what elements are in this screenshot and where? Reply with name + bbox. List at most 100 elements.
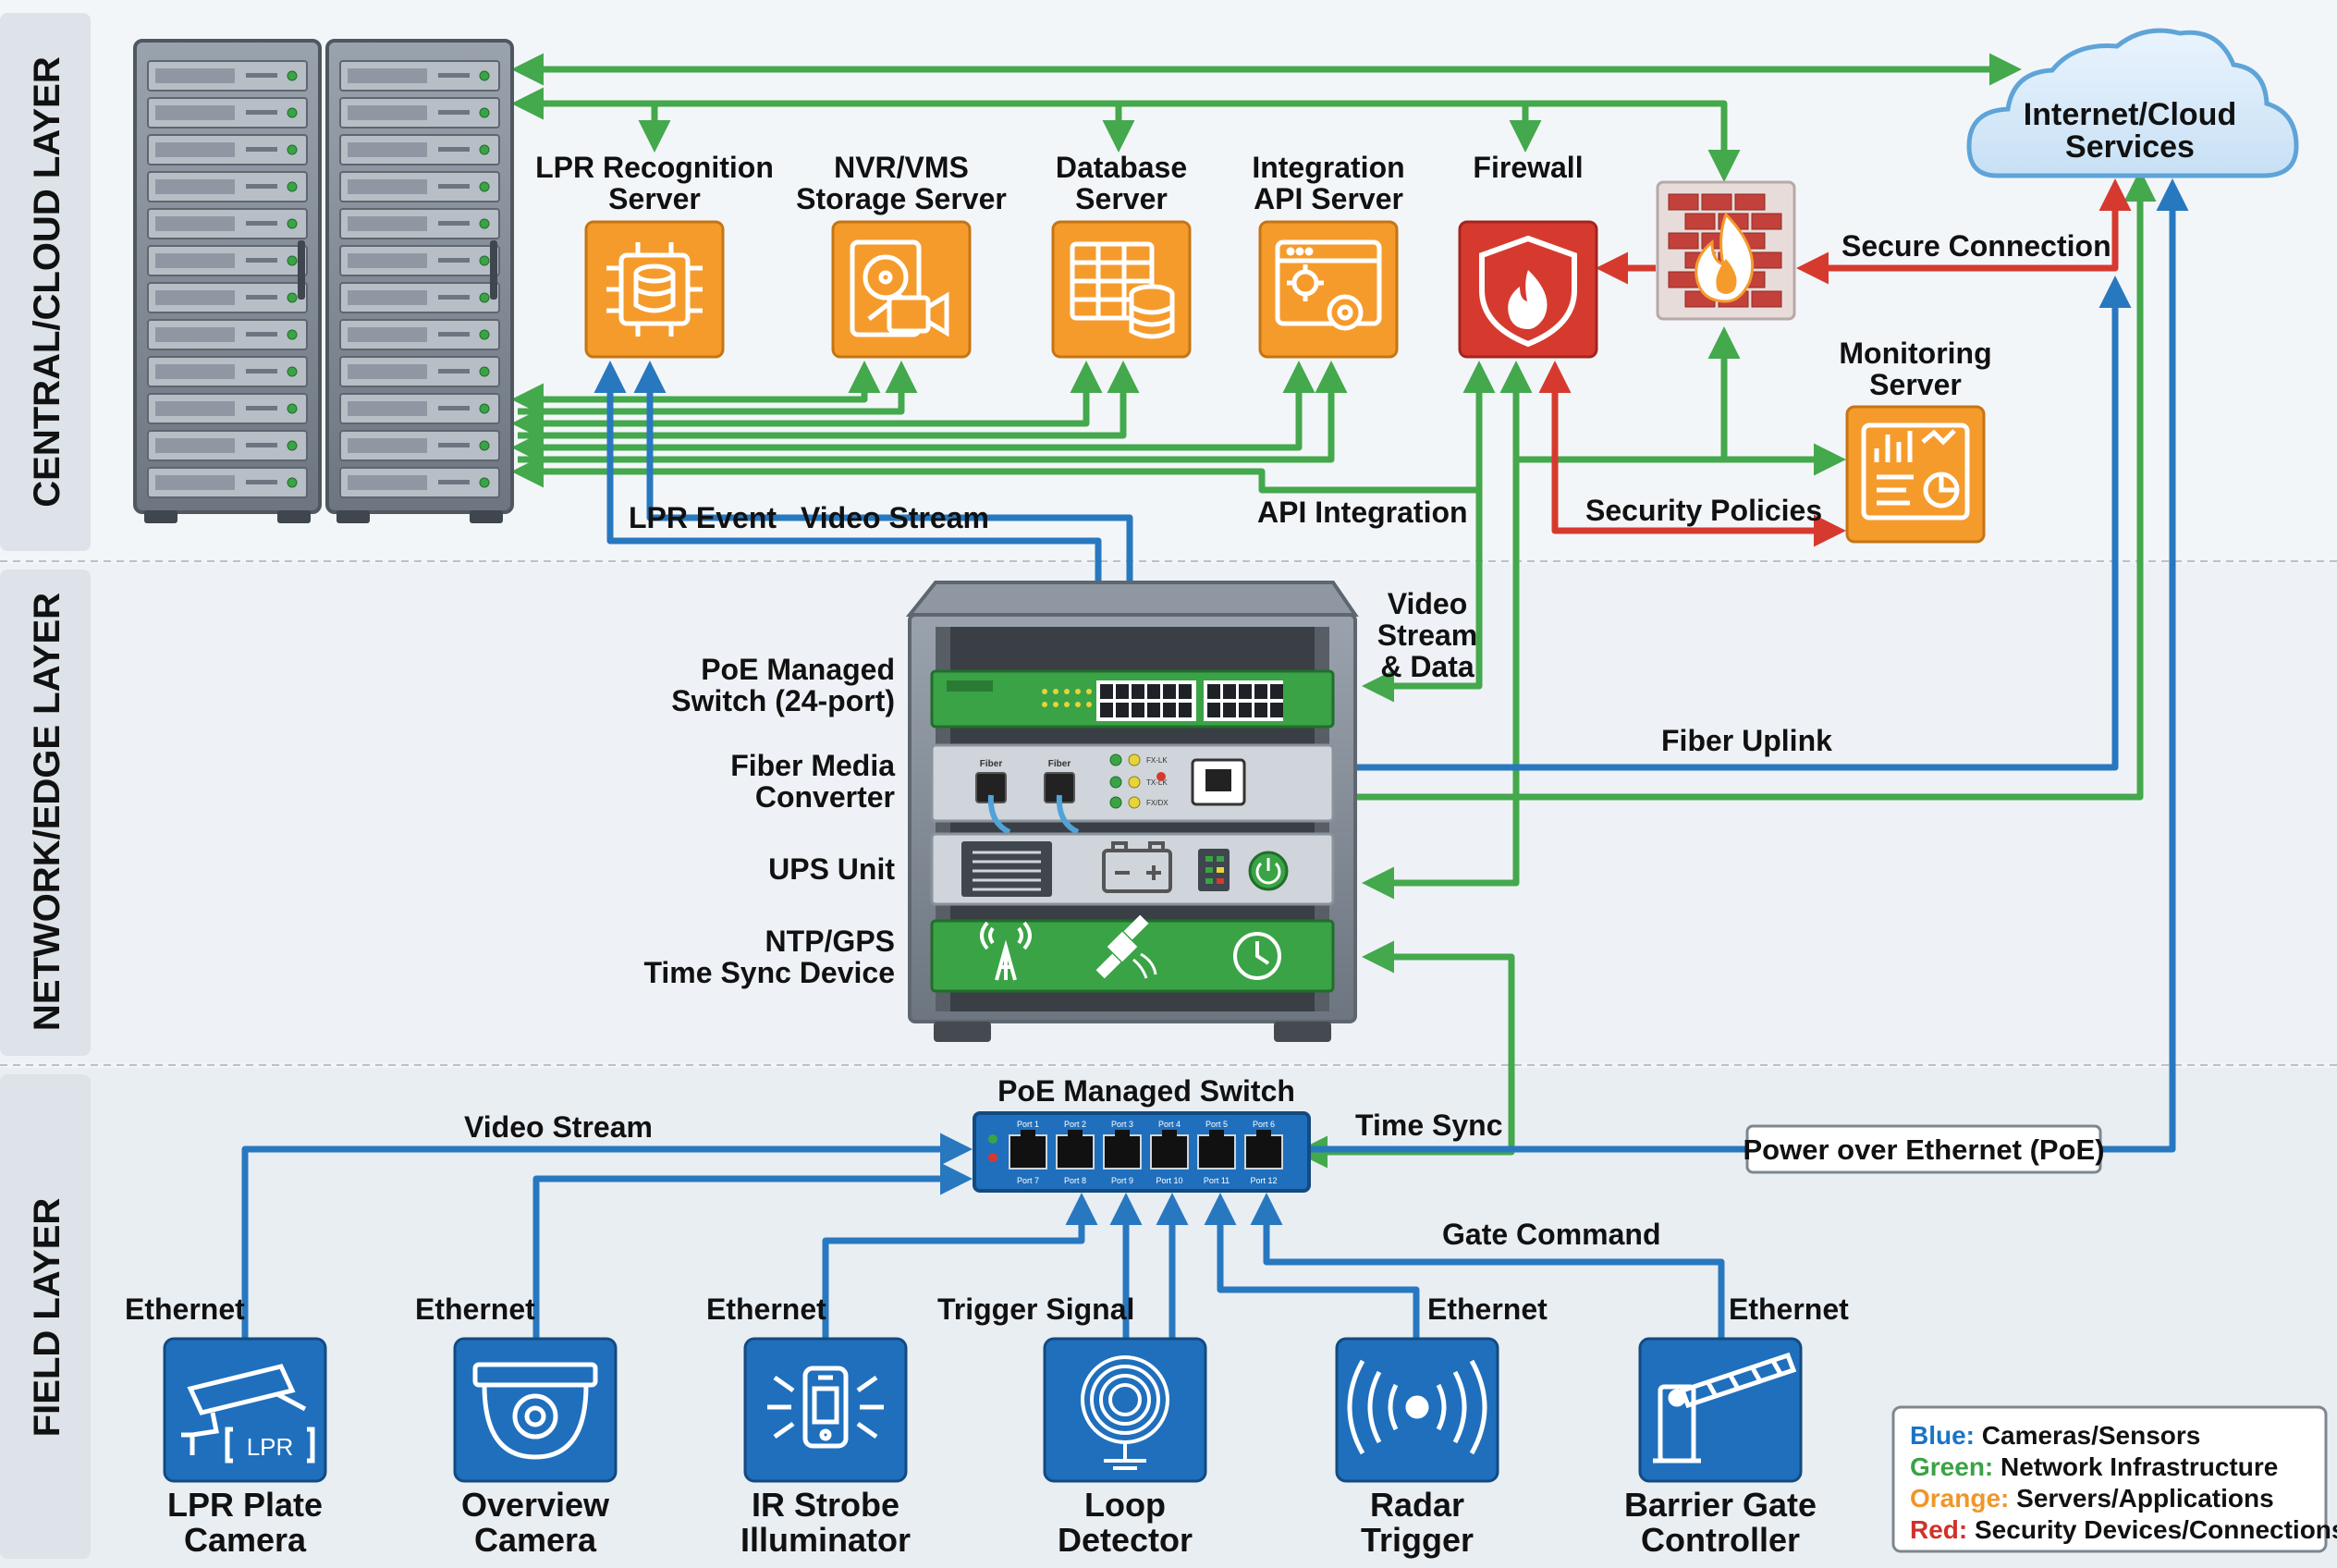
field-switch-title: PoE Managed Switch — [997, 1074, 1295, 1108]
barrier-gate-icon — [1653, 1352, 1797, 1464]
video-stream-data-1: Video — [1388, 587, 1468, 620]
legend-item: Orange: Servers/Applications — [1910, 1484, 2274, 1513]
barrier-label-2: Controller — [1641, 1521, 1800, 1559]
ethernet-label-lpr: Ethernet — [125, 1292, 245, 1326]
poe-label: Power over Ethernet (PoE) — [1743, 1133, 2104, 1166]
firewall-brick-wall[interactable] — [1656, 180, 1796, 321]
lpr-server-label-2: Server — [608, 182, 701, 215]
rack-cabinet-1 — [133, 39, 322, 523]
fiber-media-converter[interactable]: Fiber Fiber FX-LK TX-LK FX/DX — [930, 743, 1335, 835]
overview-label-1: Overview — [461, 1486, 610, 1524]
ntp-label-2: Time Sync Device — [643, 956, 895, 989]
rack-cabinet-2 — [325, 39, 514, 523]
barrier-label-1: Barrier Gate — [1624, 1486, 1817, 1524]
lpr-camera-label-2: Camera — [184, 1521, 307, 1559]
antenna-icon — [980, 921, 1032, 981]
legend-item: Blue: Cameras/Sensors — [1910, 1421, 2200, 1450]
port-label-bottom: Port 7 — [1017, 1176, 1039, 1185]
ntp-gps-time-sync[interactable] — [930, 914, 1335, 993]
radar-icon — [1347, 1359, 1487, 1455]
shield-fire-icon — [1479, 235, 1577, 348]
legend-item: Green: Network Infrastructure — [1910, 1452, 2278, 1481]
lpr-camera-label-1: LPR Plate — [167, 1486, 323, 1524]
port-label-top: Port 1 — [1017, 1120, 1039, 1129]
api-label-2: API Server — [1254, 182, 1403, 215]
dashboard-chart-icon — [1861, 423, 1970, 521]
poe-managed-switch-24[interactable] — [930, 669, 1335, 729]
server-rack-cluster — [133, 39, 514, 523]
video-stream-label-central: Video Stream — [801, 501, 989, 534]
ups-label: UPS Unit — [768, 852, 895, 886]
cctv-camera-icon — [181, 1364, 315, 1464]
network-layer-tab — [0, 570, 91, 1056]
central-layer-label: CENTRAL/CLOUD LAYER — [27, 56, 67, 508]
field-layer-tab — [0, 1074, 91, 1559]
port-label-top: Port 4 — [1158, 1120, 1181, 1129]
network-layer-label: NETWORK/EDGE LAYER — [27, 593, 67, 1031]
satellite-icon — [1095, 914, 1157, 979]
poe-label-box: Power over Ethernet (PoE) — [1743, 1124, 2105, 1174]
field-connection-labels: Gate Command Ethernet Ethernet Ethernet … — [125, 1218, 1849, 1326]
table-database-icon — [1070, 241, 1175, 339]
port-label-top: Port 2 — [1064, 1120, 1086, 1129]
central-connection-labels: LPR Event Video Stream API Integration S… — [629, 229, 2111, 534]
strobe-label-1: IR Strobe — [752, 1486, 899, 1524]
port-label-bottom: Port 9 — [1111, 1176, 1133, 1185]
central-layer-tab — [0, 13, 91, 551]
port-label-bottom: Port 8 — [1064, 1176, 1086, 1185]
lpr-event-label: LPR Event — [629, 501, 777, 534]
trigger-signal-label: Trigger Signal — [937, 1292, 1134, 1326]
gate-command-label: Gate Command — [1442, 1218, 1660, 1251]
time-sync-label: Time Sync — [1355, 1109, 1502, 1142]
power-icon[interactable] — [1248, 851, 1289, 891]
db-label-1: Database — [1056, 151, 1187, 184]
cpu-database-icon — [606, 242, 703, 337]
ups-unit[interactable] — [930, 832, 1335, 906]
api-integration-label: API Integration — [1257, 496, 1468, 529]
field-layer-label: FIELD LAYER — [27, 1198, 67, 1438]
ethernet-label-barrier: Ethernet — [1729, 1292, 1849, 1326]
switch-24-ports — [947, 680, 1283, 721]
cloud-label-1: Internet/Cloud — [2024, 97, 2236, 132]
dome-camera-icon — [472, 1362, 598, 1460]
fiber-uplink-label: Fiber Uplink — [1661, 724, 1832, 757]
radar-label-2: Trigger — [1361, 1521, 1474, 1559]
firewall-label: Firewall — [1473, 151, 1583, 184]
strobe-label-2: Illuminator — [740, 1521, 911, 1559]
fiber-status-leds: FX-LK TX-LK FX/DX — [1109, 753, 1168, 809]
window-gear-icon — [1275, 239, 1382, 331]
lpr-badge: LPR — [247, 1433, 294, 1461]
poe-switch-label-1: PoE Managed — [701, 653, 895, 686]
loop-label-2: Detector — [1058, 1521, 1193, 1559]
firewall[interactable]: Firewall — [1458, 151, 1598, 359]
